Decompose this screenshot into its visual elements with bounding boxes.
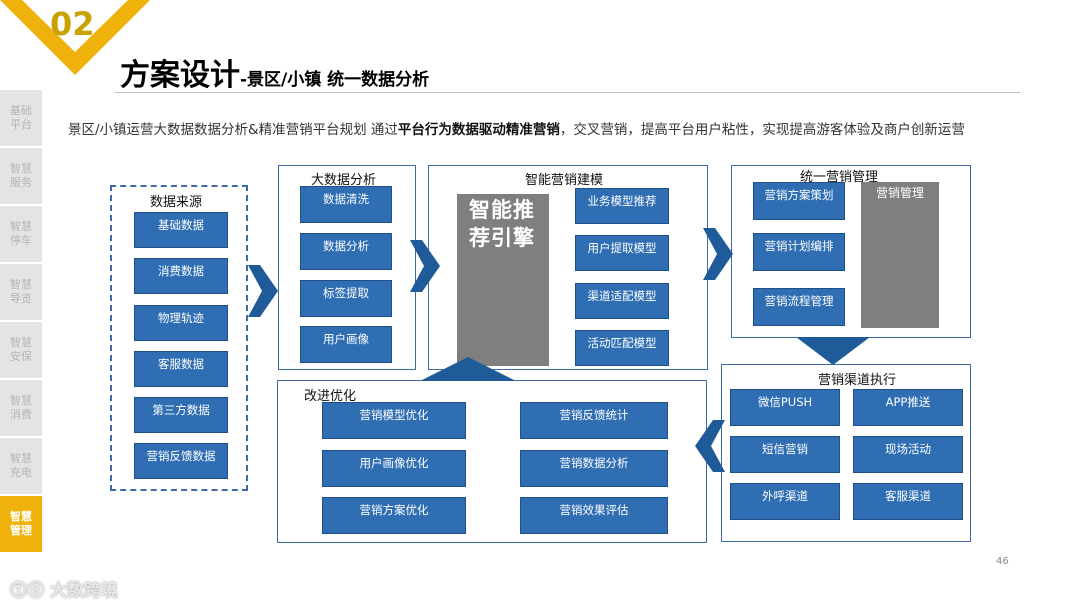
big-data-title: 大数据分析	[311, 173, 377, 188]
intro-highlight: 平台行为数据驱动精准营销	[397, 122, 560, 138]
improvement-title: 改进优化	[304, 389, 357, 404]
arrow-up-icon	[420, 357, 516, 381]
title-divider	[115, 92, 1020, 93]
arrow-right-icon	[248, 265, 278, 317]
smart-model-item: 渠道适配模型	[575, 283, 669, 319]
sidebar-item-smart-consumption[interactable]: 智慧消费	[0, 380, 42, 436]
big-data-item: 数据分析	[300, 233, 392, 270]
big-data-item: 数据清洗	[300, 186, 392, 223]
data-source-item: 物理轨迹	[134, 305, 228, 341]
improvement-item: 用户画像优化	[322, 450, 466, 487]
unified-management-item: 营销计划编排	[753, 233, 845, 271]
sidebar-item-smart-management[interactable]: 智慧管理	[0, 496, 42, 552]
sidebar-nav: 基础平台 智慧服务 智慧停车 智慧导览 智慧安保 智慧消费 智慧充电 智慧管理	[0, 90, 42, 554]
sidebar-item-smart-service[interactable]: 智慧服务	[0, 148, 42, 204]
arrow-right-icon	[703, 228, 733, 280]
big-data-item: 标签提取	[300, 280, 392, 317]
sidebar-item-smart-parking[interactable]: 智慧停车	[0, 206, 42, 262]
data-source-block: 数据来源 基础数据 消费数据 物理轨迹 客服数据 第三方数据 营销反馈数据	[110, 185, 248, 491]
channel-item: 短信营销	[730, 436, 840, 473]
title-main: 方案设计	[120, 58, 240, 93]
section-number: 02	[50, 5, 95, 43]
sidebar-item-smart-security[interactable]: 智慧安保	[0, 322, 42, 378]
watermark-logo: ⓵⓪ 大数跨境	[10, 581, 118, 601]
unified-management-item: 营销方案策划	[753, 182, 845, 220]
improvement-item: 营销效果评估	[520, 497, 668, 534]
channel-item: 客服渠道	[853, 483, 963, 520]
channel-item: APP推送	[853, 389, 963, 426]
corner-decoration	[0, 0, 150, 75]
intro-text: 景区/小镇运营大数据数据分析&精准营销平台规划 通过平台行为数据驱动精准营销，交…	[68, 122, 965, 138]
marketing-management-panel: 营销管理	[861, 182, 939, 328]
channel-execution-block: 营销渠道执行 微信PUSH APP推送 短信营销 现场活动 外呼渠道 客服渠道	[721, 364, 971, 542]
improvement-item: 营销反馈统计	[520, 402, 668, 439]
improvement-item: 营销模型优化	[322, 402, 466, 439]
arrow-left-icon	[695, 420, 725, 472]
channel-item: 外呼渠道	[730, 483, 840, 520]
big-data-block: 大数据分析 数据清洗 数据分析 标签提取 用户画像	[278, 165, 416, 370]
data-source-item: 营销反馈数据	[134, 443, 228, 479]
improvement-item: 营销方案优化	[322, 497, 466, 534]
smart-model-item: 活动匹配模型	[575, 330, 669, 366]
sidebar-item-smart-charging[interactable]: 智慧充电	[0, 438, 42, 494]
smart-model-title: 智能营销建模	[525, 173, 604, 188]
title-subtitle: -景区/小镇 统一数据分析	[240, 70, 430, 90]
channel-item: 微信PUSH	[730, 389, 840, 426]
improvement-item: 营销数据分析	[520, 450, 668, 487]
recommendation-engine: 智能推荐引擎	[457, 194, 549, 366]
smart-model-item: 用户提取模型	[575, 235, 669, 271]
data-source-item: 消费数据	[134, 258, 228, 294]
unified-management-item: 营销流程管理	[753, 288, 845, 326]
page-title: 方案设计-景区/小镇 统一数据分析	[120, 50, 429, 94]
data-source-item: 第三方数据	[134, 397, 228, 433]
channel-item: 现场活动	[853, 436, 963, 473]
data-source-item: 基础数据	[134, 212, 228, 248]
big-data-item: 用户画像	[300, 326, 392, 363]
channel-execution-title: 营销渠道执行	[818, 373, 897, 388]
data-source-title: 数据来源	[150, 195, 203, 210]
smart-model-item: 业务模型推荐	[575, 188, 669, 224]
watermark-icon: ⓵⓪	[10, 581, 50, 601]
unified-management-block: 统一营销管理 营销方案策划 营销计划编排 营销流程管理 营销管理	[731, 165, 971, 338]
sidebar-item-smart-guide[interactable]: 智慧导览	[0, 264, 42, 320]
smart-model-block: 智能营销建模 智能推荐引擎 业务模型推荐 用户提取模型 渠道适配模型 活动匹配模…	[428, 165, 708, 370]
page-number: 46	[996, 556, 1009, 567]
data-source-item: 客服数据	[134, 351, 228, 387]
arrow-down-icon	[796, 337, 870, 365]
arrow-right-icon	[410, 240, 440, 292]
improvement-block: 改进优化 营销模型优化 营销反馈统计 用户画像优化 营销数据分析 营销方案优化 …	[277, 380, 707, 543]
sidebar-item-basic-platform[interactable]: 基础平台	[0, 90, 42, 146]
unified-management-title: 统一营销管理	[800, 170, 879, 185]
